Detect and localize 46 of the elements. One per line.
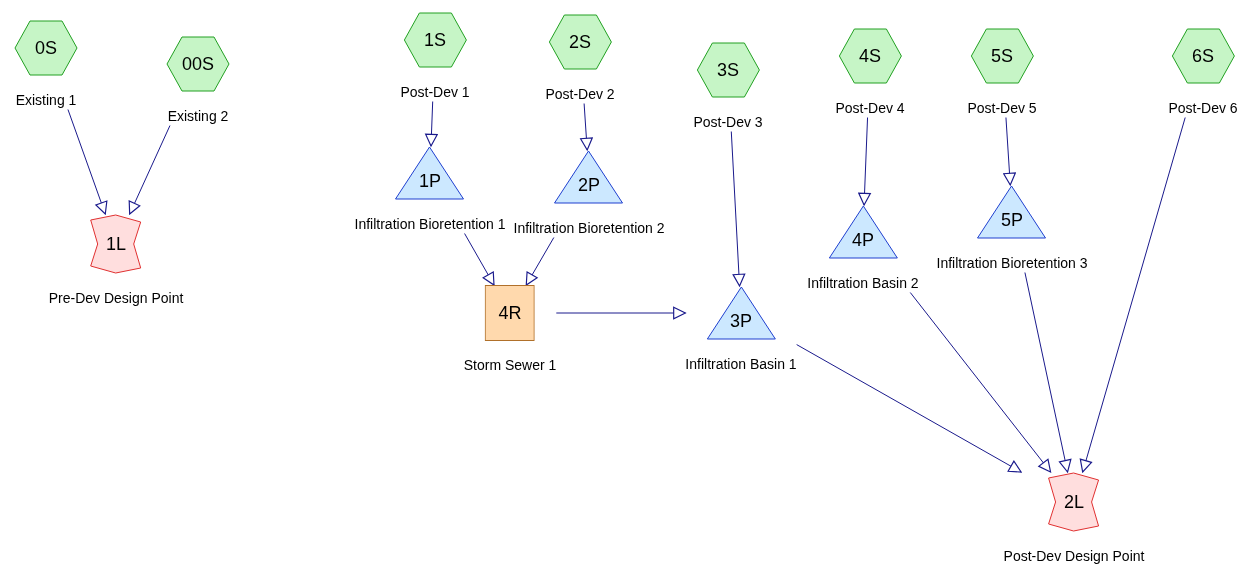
node-id-label: 0S [35,39,57,57]
node-caption: Infiltration Bioretention 3 [936,255,1088,273]
flow-arrow [128,125,171,215]
flow-arrow [555,306,686,320]
node-id-label: 5S [991,47,1013,65]
node-caption: Post-Dev 1 [400,84,470,102]
node-caption: Pre-Dev Design Point [48,290,184,308]
flow-arrow [67,109,108,215]
node-id-label: 2P [578,176,600,194]
flow-arrow [909,292,1052,473]
node-id-label: 3P [730,312,752,330]
node-id-label: 2L [1064,493,1084,511]
node-caption: Post-Dev 3 [693,114,763,132]
node-caption: Post-Dev Design Point [1003,548,1145,566]
flow-arrow [425,101,438,147]
node-caption: Post-Dev 4 [835,100,905,118]
node-id-label: 1P [419,172,441,190]
node-caption: Storm Sewer 1 [463,357,557,375]
flow-arrow [730,131,746,287]
node-id-label: 4P [852,231,874,249]
flow-arrow [858,117,871,206]
node-id-label: 3S [717,61,739,79]
flow-arrow [796,344,1022,473]
node-caption: Infiltration Basin 2 [807,275,919,293]
node-caption: Post-Dev 2 [545,86,615,104]
flow-arrow [1024,272,1072,473]
flow-arrow [1079,117,1186,473]
node-caption: Existing 2 [167,108,229,126]
node-id-label: 00S [182,55,214,73]
node-caption: Existing 1 [15,92,77,110]
flow-arrow [1003,117,1016,186]
node-id-label: 1L [106,235,126,253]
node-id-label: 5P [1001,211,1023,229]
node-caption: Post-Dev 6 [1168,100,1238,118]
node-id-label: 1S [424,31,446,49]
node-caption: Infiltration Basin 1 [685,356,797,374]
node-caption: Post-Dev 5 [967,100,1037,118]
node-id-label: 2S [569,33,591,51]
node-id-label: 4R [498,304,522,322]
node-id-label: 4S [859,47,881,65]
flow-arrow [464,233,495,286]
node-caption: Infiltration Bioretention 1 [354,216,506,234]
node-caption: Infiltration Bioretention 2 [513,220,665,238]
node-id-label: 6S [1192,47,1214,65]
flow-arrow [580,103,593,151]
flow-arrow [525,237,555,286]
